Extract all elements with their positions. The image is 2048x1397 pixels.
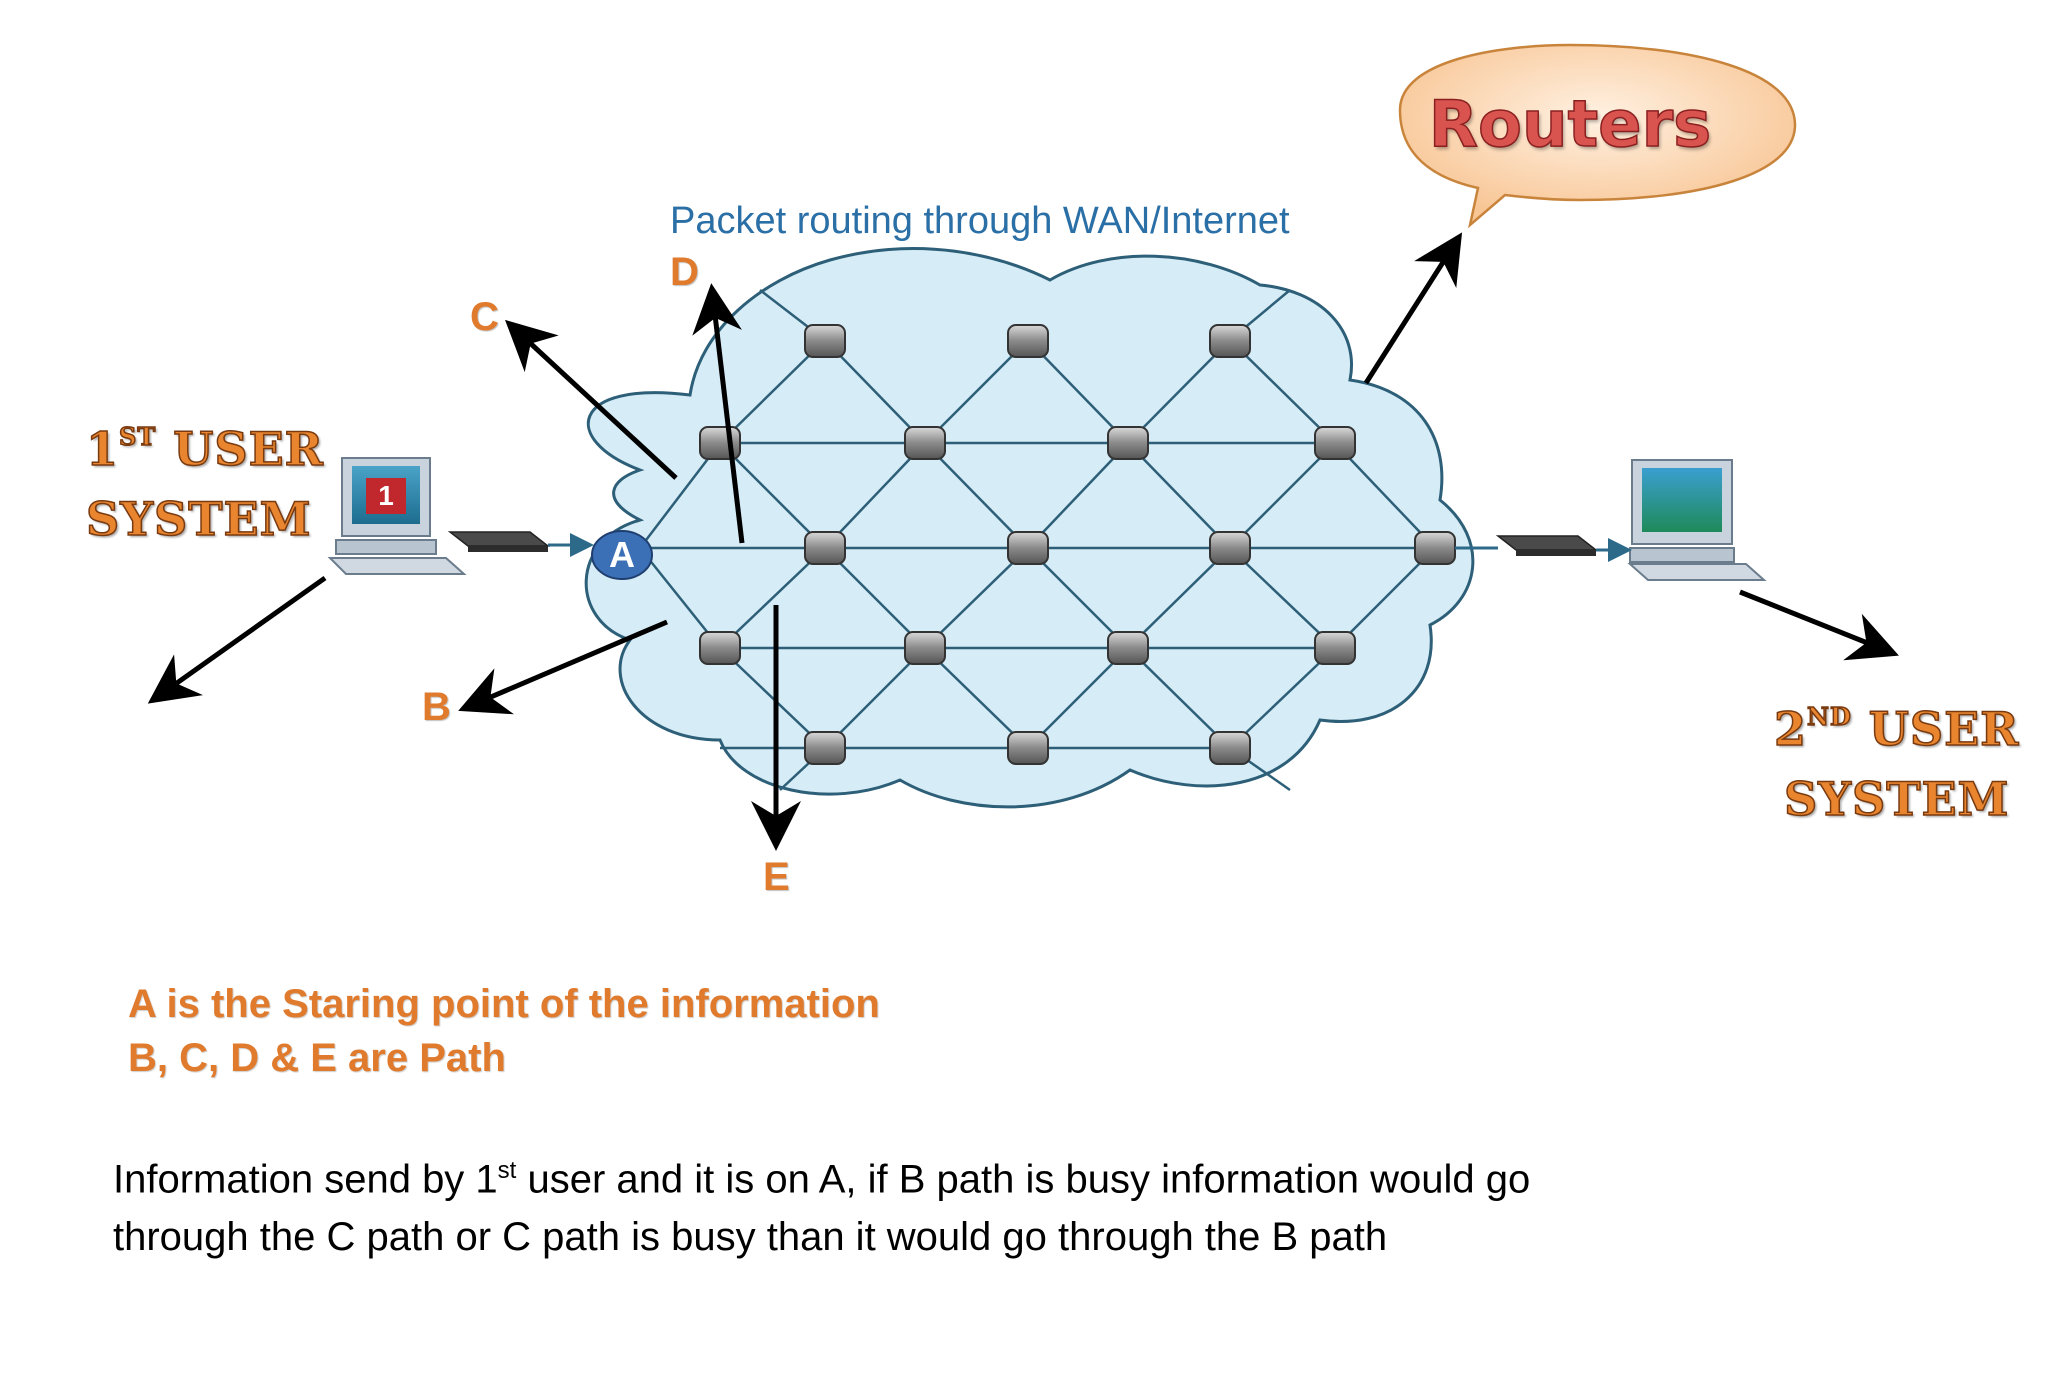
user1-label: 1ST USER SYSTEM <box>85 402 324 554</box>
description-paragraph: Information send by 1st user and it is o… <box>113 1142 1813 1266</box>
path-label-e: E <box>763 855 790 899</box>
arrow-path-b <box>458 619 668 715</box>
user1-modem-icon <box>447 531 551 552</box>
caption-paths: B, C, D & E are Path <box>128 1036 506 1080</box>
annotation-arrows <box>147 232 1899 851</box>
path-label-b: B <box>422 685 451 729</box>
user1-number: 1 <box>85 421 120 477</box>
caption-start-point: A is the Staring point of the informatio… <box>128 982 880 1026</box>
description-line-1: Information send by 1st user and it is o… <box>113 1142 1813 1208</box>
user1-screen-number: 1 <box>378 480 394 511</box>
router-icon <box>1007 324 1049 358</box>
user2-label: 2ND USER SYSTEM <box>1773 682 2020 834</box>
router-icon <box>1209 324 1251 358</box>
user1-superscript: ST <box>118 421 157 452</box>
router-icon <box>804 731 846 765</box>
router-icon <box>1107 631 1149 665</box>
router-nodes <box>699 324 1456 765</box>
router-icon <box>904 631 946 665</box>
user1-computer-icon <box>327 457 467 575</box>
path-label-c: C <box>470 295 499 339</box>
user2-number: 2 <box>1773 701 1808 757</box>
path-label-d: D <box>670 250 699 294</box>
wan-cloud <box>584 247 1475 809</box>
user2-line2: SYSTEM <box>1783 771 2010 827</box>
router-icon <box>1209 731 1251 765</box>
arrow-to-routers <box>1363 232 1463 385</box>
arrow-user2 <box>1739 589 1899 661</box>
user2-superscript: ND <box>1806 701 1852 732</box>
description-part2: user and it is on A, if B path is busy i… <box>516 1157 1531 1202</box>
router-icon <box>804 324 846 358</box>
routers-label: Routers <box>1428 87 1712 163</box>
user2-computer-icon <box>1627 459 1767 581</box>
router-icon <box>1107 426 1149 460</box>
router-icon <box>1314 426 1356 460</box>
router-icon <box>1007 531 1049 565</box>
user1-line2: SYSTEM <box>85 491 312 547</box>
router-icon <box>904 426 946 460</box>
arrow-path-c <box>504 319 678 480</box>
router-icon <box>1314 631 1356 665</box>
router-icon <box>699 631 741 665</box>
arrow-path-d <box>692 283 745 544</box>
user1-line1: USER <box>172 421 324 477</box>
arrow-user1 <box>147 575 327 704</box>
description-line-2: through the C path or C path is busy tha… <box>113 1215 1388 1260</box>
user2-modem-icon <box>1495 535 1599 556</box>
router-icon <box>804 531 846 565</box>
router-icon <box>1007 731 1049 765</box>
start-node-label: A <box>609 534 635 575</box>
description-part1: Information send by 1 <box>113 1157 498 1202</box>
description-sup: st <box>497 1157 517 1184</box>
routers-callout <box>1398 43 1797 229</box>
router-icon <box>1209 531 1251 565</box>
user2-line1: USER <box>1868 701 2020 757</box>
router-icon <box>1414 531 1456 565</box>
cloud-title: Packet routing through WAN/Internet <box>670 200 1290 242</box>
